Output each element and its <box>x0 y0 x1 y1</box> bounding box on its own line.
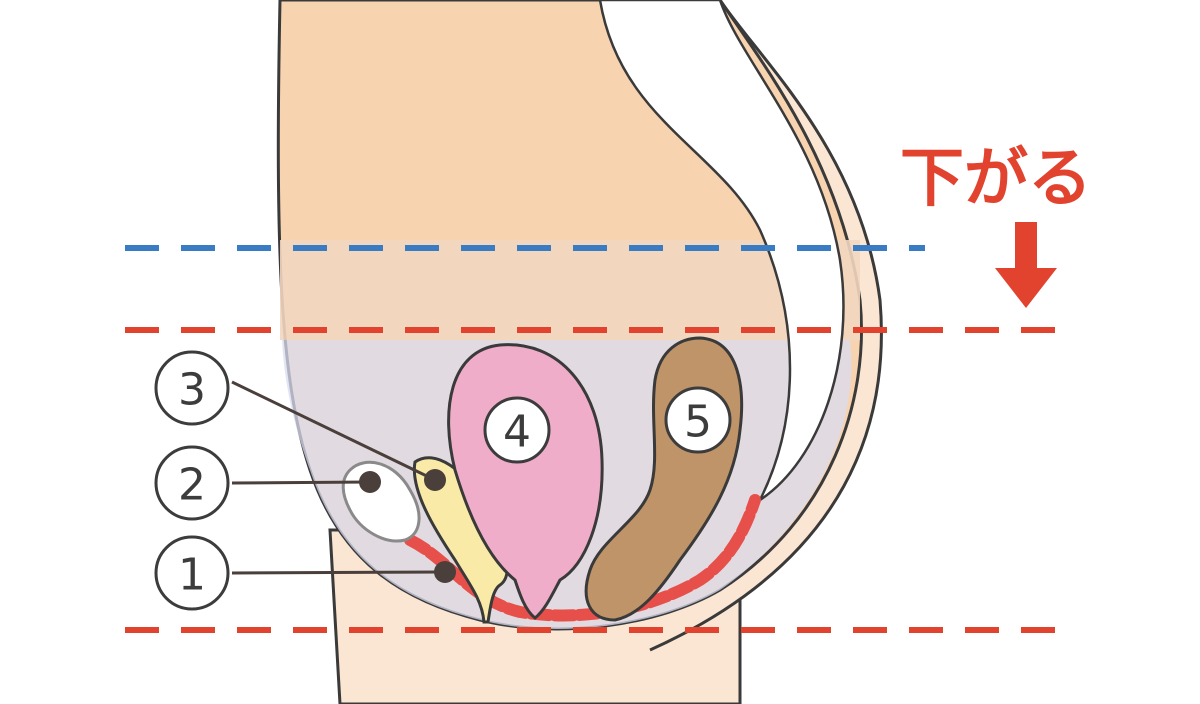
label-1-text: 1 <box>178 550 206 601</box>
uterus <box>447 343 604 620</box>
label-4: 4 <box>483 396 551 464</box>
leader-line-2 <box>231 480 371 485</box>
label-3: 3 <box>154 350 230 426</box>
label-3-text: 3 <box>178 365 206 416</box>
label-2-text: 2 <box>178 460 206 511</box>
leader-line-3 <box>231 380 436 482</box>
pelvis-band <box>280 240 860 340</box>
down-arrow-icon <box>995 222 1057 308</box>
caption-text: 下がる <box>900 142 1092 216</box>
label-1: 1 <box>154 535 230 611</box>
label-5: 5 <box>664 386 732 454</box>
leader-line-1 <box>231 570 446 575</box>
label-5-text: 5 <box>684 397 712 448</box>
label-4-text: 4 <box>503 407 531 458</box>
label-2: 2 <box>154 445 230 521</box>
